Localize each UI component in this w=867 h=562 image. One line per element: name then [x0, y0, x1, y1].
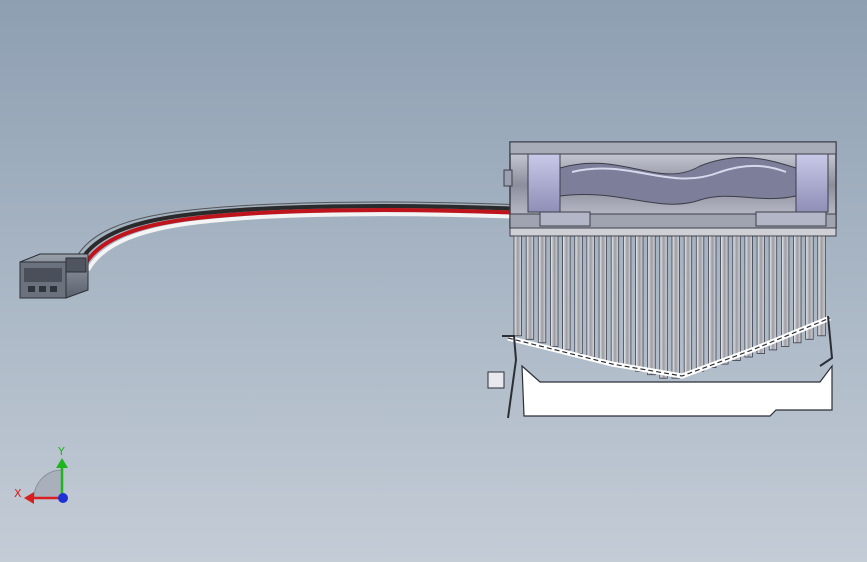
- heatsink-fin: [562, 235, 571, 351]
- y-axis-arrowhead: [56, 458, 68, 468]
- heatsink-fin: [756, 235, 765, 354]
- heatsink-fin: [805, 235, 814, 340]
- heatsink-fin: [574, 235, 583, 354]
- heatsink-fin: [744, 235, 753, 358]
- heatsink-fin: [635, 235, 644, 372]
- heatsink-fin: [708, 235, 717, 369]
- x-axis-label: X: [14, 487, 22, 500]
- heatsink-fins-icon: [509, 227, 837, 379]
- socket-base-icon: [521, 364, 833, 417]
- heatsink-fin: [768, 235, 778, 351]
- heatsink-fin: [598, 235, 607, 361]
- heatsink-fin: [586, 235, 595, 358]
- y-axis-label: Y: [57, 445, 65, 458]
- heatsink-fin: [683, 235, 693, 376]
- heatsink-fin: [671, 235, 680, 379]
- heatsink-fin: [537, 235, 547, 344]
- cooling-fan-icon: [503, 141, 837, 229]
- heatsink-fin: [732, 235, 741, 361]
- heatsink-fin: [695, 235, 705, 372]
- heatsink-fin: [647, 235, 656, 376]
- heatsink-fin: [623, 235, 632, 369]
- retention-clip-icon: [487, 315, 834, 419]
- heatsink-fin: [550, 235, 559, 347]
- heatsink-fin: [781, 235, 790, 347]
- fan-cable-icon: [75, 201, 549, 271]
- coordinate-triad: Y X: [14, 445, 68, 504]
- heatsink-fin: [513, 235, 522, 337]
- heatsink-fin: [610, 235, 620, 365]
- x-axis-arrowhead: [24, 492, 34, 504]
- z-axis-dot: [58, 493, 68, 503]
- heatsink-fin: [817, 235, 826, 337]
- heatsink-fin: [659, 235, 668, 379]
- fan-connector-icon: [19, 253, 89, 299]
- heatsink-fin: [720, 235, 729, 365]
- heatsink-fin: [793, 235, 802, 344]
- heatsink-fin: [525, 235, 535, 340]
